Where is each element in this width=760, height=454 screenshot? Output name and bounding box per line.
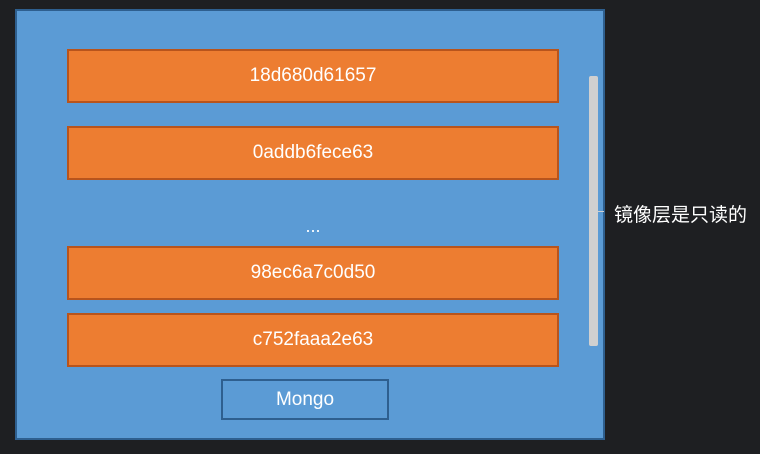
base-image-box: Mongo xyxy=(221,379,389,420)
image-layer-2: 0addb6fece63 xyxy=(67,126,559,180)
image-container: 18d680d61657 0addb6fece63 ... 98ec6a7c0d… xyxy=(15,9,605,440)
image-layer-1: 18d680d61657 xyxy=(67,49,559,103)
layer-id-label: 0addb6fece63 xyxy=(252,142,374,163)
base-image-label: Mongo xyxy=(275,388,335,410)
read-only-annotation: 镜像层是只读的 xyxy=(614,204,748,226)
layer-id-label: 98ec6a7c0d50 xyxy=(250,262,376,283)
layer-id-label: 18d680d61657 xyxy=(249,65,377,86)
layer-ellipsis: ... xyxy=(305,216,321,236)
read-only-bracket xyxy=(589,76,598,346)
image-layer-4: c752faaa2e63 xyxy=(67,313,559,367)
layer-id-label: c752faaa2e63 xyxy=(252,329,374,350)
image-layer-3: 98ec6a7c0d50 xyxy=(67,246,559,300)
bracket-tick xyxy=(598,211,604,212)
